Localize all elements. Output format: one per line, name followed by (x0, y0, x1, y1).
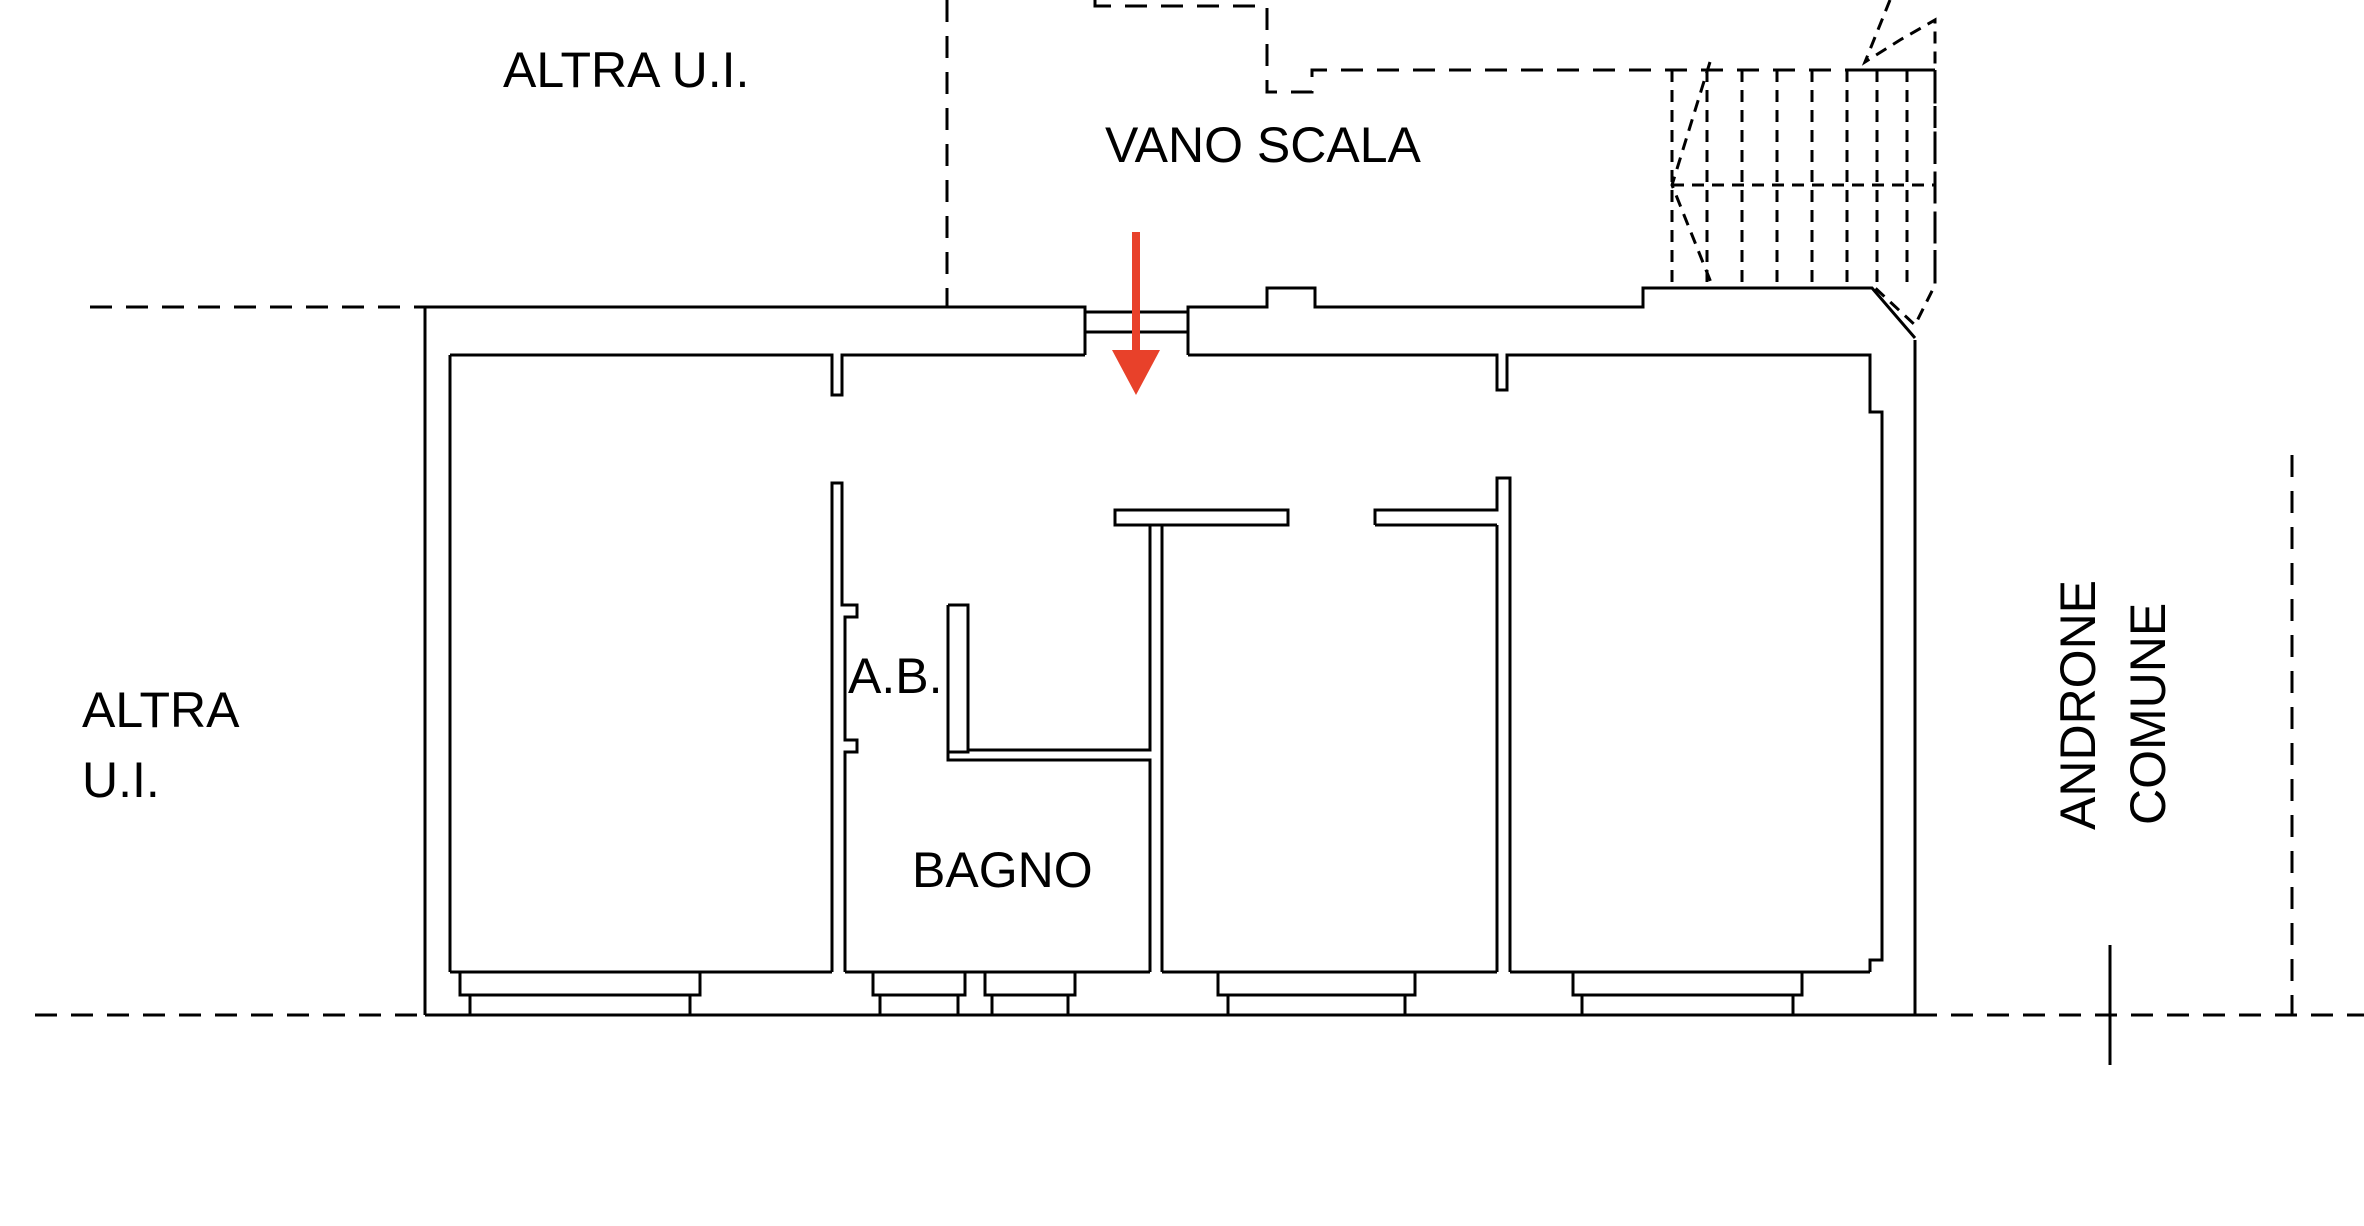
label-hall-line1: ANDRONE (2050, 580, 2106, 830)
label-top-left-unit: ALTRA U.I. (503, 42, 749, 98)
stair-steps (1670, 0, 1937, 328)
label-stairwell: VANO SCALA (1105, 117, 1421, 173)
label-hall-line2: COMUNE (2120, 603, 2176, 825)
label-left-unit-line2: U.I. (82, 752, 160, 808)
entrance-arrow (1112, 232, 1160, 395)
walls (423, 286, 2112, 1065)
label-bathroom: BAGNO (912, 842, 1093, 898)
label-left-unit-line1: ALTRA (82, 682, 240, 738)
label-storage: A.B. (848, 648, 942, 704)
